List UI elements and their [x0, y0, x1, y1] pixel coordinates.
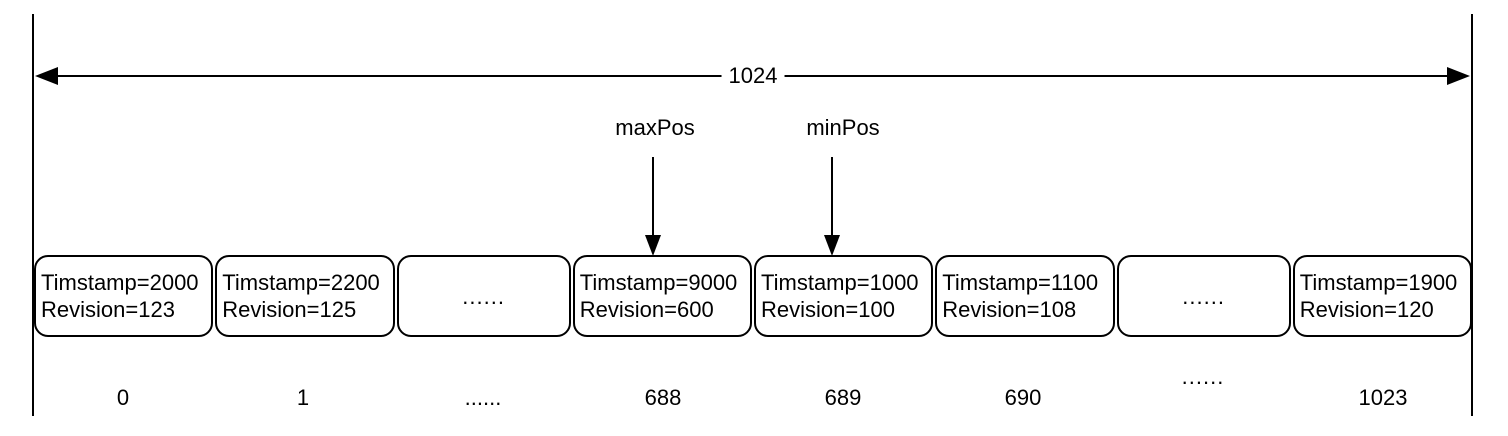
slot-timestamp: Timstamp=9000 — [579, 270, 738, 295]
slot-revision: Revision=123 — [41, 297, 175, 322]
slot-timestamp: Timstamp=1100 — [942, 270, 1099, 295]
buffer-slot-689: Timstamp=1000 Revision=100 — [754, 255, 934, 337]
buffer-slot-ellipsis-left: ...... — [396, 255, 571, 337]
slot-revision: Revision=125 — [222, 297, 357, 322]
capacity-label: 1024 — [721, 63, 785, 89]
buffer-slot-688: Timstamp=9000 Revision=600 — [572, 255, 752, 337]
slot-index-ellipsis: ...... — [464, 385, 502, 410]
buffer-slot-ellipsis-right: ...... — [1116, 255, 1291, 337]
buffer-slot-1023: Timstamp=1900 Revision=120 — [1292, 255, 1472, 337]
span-arrowhead-left-icon — [35, 67, 58, 85]
slot-index-label-1: 1 — [296, 385, 310, 410]
slot-index-label-690: 690 — [1004, 385, 1042, 410]
slot-revision: Revision=100 — [761, 297, 895, 322]
span-arrowhead-right-icon — [1447, 67, 1470, 85]
slot-timestamp: Timstamp=1900 — [1299, 270, 1458, 295]
slot-timestamp: Timstamp=2000 — [41, 270, 199, 295]
buffer-slot-0: Timstamp=2000 Revision=123 — [34, 255, 214, 337]
buffer-slot-1: Timstamp=2200 Revision=125 — [215, 255, 395, 337]
maxpos-arrowhead-icon — [645, 235, 661, 256]
minpos-label: minPos — [806, 115, 880, 140]
buffer-slots-row: Timstamp=2000 Revision=123 Timstamp=2200… — [34, 255, 1472, 337]
slot-revision: Revision=108 — [942, 297, 1077, 322]
slot-index-label-0: 0 — [116, 385, 130, 410]
minpos-arrowhead-icon — [824, 235, 840, 256]
slot-revision: Revision=600 — [579, 297, 714, 322]
slot-index-ellipsis: ...... — [1181, 364, 1225, 389]
slot-ellipsis-text: ...... — [1182, 283, 1225, 309]
slot-timestamp: Timstamp=2200 — [222, 270, 380, 295]
slot-timestamp: Timstamp=1000 — [761, 270, 919, 295]
slot-index-label-689: 689 — [824, 385, 862, 410]
slot-index-row: 0 1 ...... 688 689 690 ...... 1023 — [34, 364, 1472, 411]
buffer-slot-690: Timstamp=1100 Revision=108 — [935, 255, 1115, 337]
slot-index-label-1023: 1023 — [1358, 385, 1408, 410]
maxpos-label: maxPos — [615, 115, 695, 140]
slot-revision: Revision=120 — [1299, 297, 1434, 322]
slot-ellipsis-text: ...... — [462, 283, 505, 309]
slot-index-label-688: 688 — [644, 385, 682, 410]
